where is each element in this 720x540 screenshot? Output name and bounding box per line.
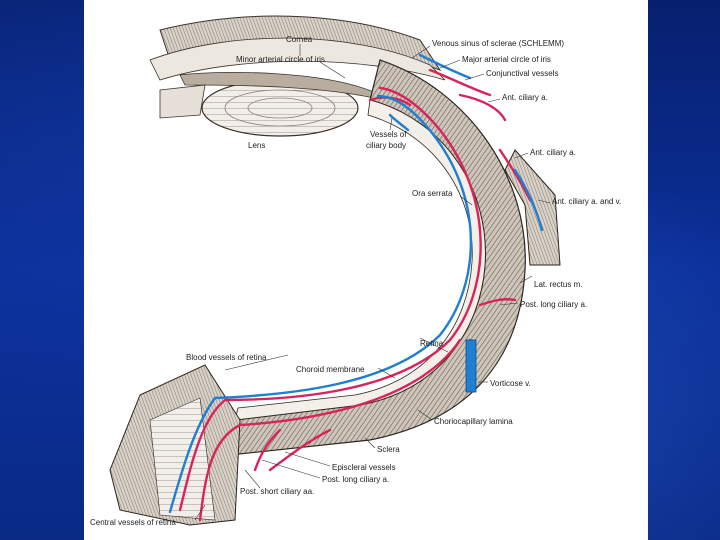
label-ant-ciliary-a-1: Ant. ciliary a. [502,93,548,102]
label-venous-sinus: Venous sinus of sclerae (SCHLEMM) [432,39,564,48]
label-post-short-ciliary-aa: Post. short ciliary aa. [240,487,314,496]
label-lens: Lens [248,141,265,150]
vorticose-vein-shape [465,339,477,393]
arteries [178,68,532,522]
label-vorticose-v: Vorticose v. [490,379,531,388]
label-choriocapillary-lamina: Choriocapillary lamina [434,417,513,426]
label-major-arterial-circle: Major arterial circle of iris [462,55,551,64]
label-conjunctival-vessels: Conjunctival vessels [486,69,558,78]
label-episcleral-vessels: Episcleral vessels [332,463,396,472]
label-post-long-ciliary-a-1: Post. long ciliary a. [520,300,587,309]
label-central-vessels-retina: Central vessels of retina [90,518,176,527]
label-post-long-ciliary-a-2: Post. long ciliary a. [322,475,389,484]
diagram-labels: Cornea Venous sinus of sclerae (SCHLEMM)… [90,35,621,527]
label-blood-vessels-retina: Blood vessels of retina [186,353,267,362]
label-sclera: Sclera [377,445,400,454]
label-ora-serrata: Ora serrata [412,189,453,198]
label-ciliary-body: ciliary body [366,141,406,150]
label-lat-rectus: Lat. rectus m. [534,280,582,289]
label-retina: Retina [420,339,444,348]
label-ant-ciliary-a-2: Ant. ciliary a. [530,148,576,157]
leader-lines [194,44,551,521]
label-minor-arterial-circle: Minor arterial circle of iris [236,55,325,64]
label-vessels-of: Vessels of [370,130,407,139]
label-choroid-membrane: Choroid membrane [296,365,365,374]
label-cornea: Cornea [286,35,313,44]
label-ant-ciliary-a-and-v: Ant. ciliary a. and v. [552,197,621,206]
